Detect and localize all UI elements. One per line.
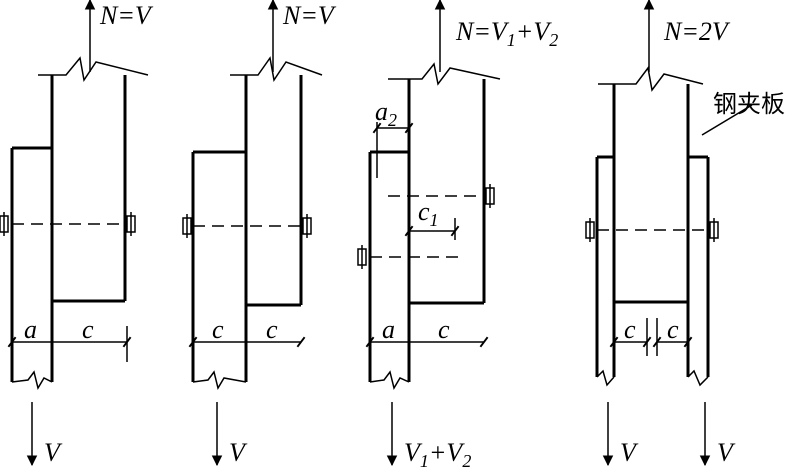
panel-1-bolt-left-icon [0,212,9,236]
panel-2-bottom-force: V [229,438,248,467]
panel-2-dim-c-left: c [212,315,224,344]
panel-4-bolt-right-icon [709,218,719,242]
panel-2-bolt-right-icon [302,214,312,238]
panel-1-dim-c: c [82,315,94,344]
panel-4-plate-leader [701,104,753,136]
panel-4-left-bottom-break [596,369,615,387]
panel-1-bottom-break [11,370,53,390]
panel-2-dim-c-right: c [266,315,278,344]
panel-1: N=V a c V [0,0,154,467]
panel-2-bottom-break [192,370,247,390]
panel-3-dim-c: c [438,315,450,344]
panel-1-bolt-right-icon [126,212,136,236]
panel-1-bottom-force: V [44,438,63,467]
panel-3-bolt-lower-icon [357,245,367,269]
panel-4-right-bottom-break [687,369,709,387]
panel-3-dim-c1: c1 [418,197,439,230]
panel-4-top-force: N=2V [663,17,731,46]
panel-4-bolt-left-icon [585,218,595,242]
panel-2: N=V c c V [182,0,337,467]
panel-3: N=V1+V2 a2 c1 a c V1+V2 [357,0,558,471]
panel-1-top-break [38,56,149,82]
panel-4: N=2V 钢夹板 c c V V [585,0,785,467]
panel-3-dim-a2: a2 [375,97,397,130]
panel-4-bottom-force-right: V [717,438,736,467]
panel-3-top-break [388,62,501,86]
panel-4-plate-label: 钢夹板 [713,90,785,118]
panel-4-bottom-force-left: V [620,438,639,467]
panel-2-top-force: N=V [282,1,337,30]
panel-3-bottom-force: V1+V2 [404,438,471,471]
panel-3-bottom-break [369,370,410,390]
panel-3-dim-a: a [382,315,395,344]
panel-3-top-force: N=V1+V2 [455,17,558,50]
panel-2-top-break [230,56,323,82]
panel-3-bolt-upper-icon [485,184,495,208]
panel-4-top-break [598,66,704,92]
panel-1-top-force: N=V [99,1,154,30]
panel-2-bolt-left-icon [182,214,192,238]
panel-4-dim-c-right: c [667,315,679,344]
panel-1-dim-a: a [24,315,37,344]
panel-4-dim-c-left: c [624,315,636,344]
